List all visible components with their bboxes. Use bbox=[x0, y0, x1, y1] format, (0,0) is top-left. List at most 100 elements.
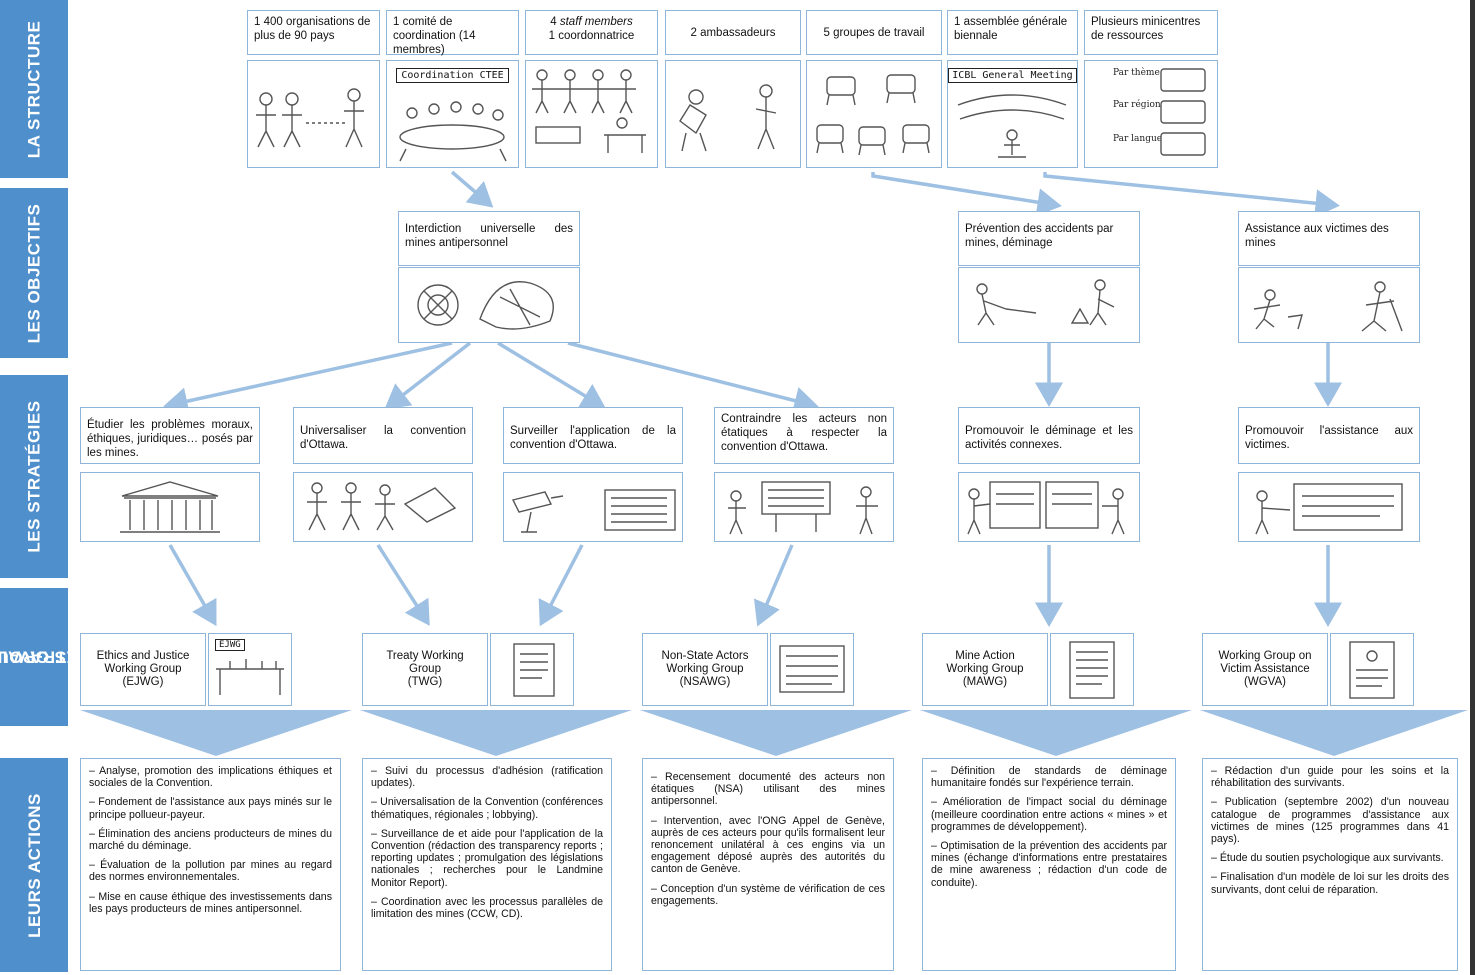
strategy-text-1-label: Étudier les problèmes moraux, éthiques, … bbox=[87, 419, 253, 459]
strategy-img-6 bbox=[1238, 472, 1420, 542]
structure-text-6-label: 1 assemblée générale biennale bbox=[954, 16, 1068, 42]
action-item: – Amélioration de l'impact social du dém… bbox=[931, 796, 1167, 833]
objectif-img-1 bbox=[398, 267, 580, 343]
structure-text-6: 1 assemblée générale biennale bbox=[947, 10, 1078, 55]
arrow-structure-to-obj2 bbox=[871, 172, 1062, 217]
structure-text-5: 5 groupes de travail bbox=[806, 10, 942, 55]
strategy-img-1 bbox=[80, 472, 260, 542]
arrow-obj1-to-str4 bbox=[567, 341, 819, 415]
resource-language-label: Par langue bbox=[1113, 134, 1162, 144]
band-objectifs: LES OBJECTIFS bbox=[0, 188, 68, 358]
assembly-icon bbox=[957, 93, 1067, 158]
structure-text-7-label: Plusieurs minicentres de ressources bbox=[1091, 16, 1201, 42]
strategy-text-3-label: Surveiller l'application de la conventio… bbox=[510, 425, 676, 451]
wg-3-l2: Working Group bbox=[666, 663, 744, 675]
arrow-structure-to-obj1 bbox=[450, 170, 494, 208]
structure-img-5 bbox=[806, 60, 942, 168]
action-item: – Conception d'un système de vérificatio… bbox=[651, 882, 885, 907]
wg-5-l2: Victim Assistance bbox=[1220, 663, 1310, 675]
strategy-text-5: Promouvoir le déminage et les activités … bbox=[958, 407, 1140, 464]
wg-4-img bbox=[1050, 633, 1134, 706]
actions-box-3: – Recensement documenté des acteurs non … bbox=[642, 758, 894, 971]
objectif-text-1: Interdiction universelle des mines antip… bbox=[398, 211, 580, 266]
wg-2-l3: (TWG) bbox=[407, 676, 443, 688]
structure-text-2: 1 comité de coordination (14 membres) bbox=[386, 10, 519, 56]
structure-img-4 bbox=[665, 60, 801, 168]
arrow-structure-to-obj3 bbox=[1043, 172, 1340, 218]
band-actions-label: LEURS ACTIONS bbox=[24, 792, 44, 938]
actions-box-4: – Définition de standards de déminage hu… bbox=[922, 758, 1176, 971]
wg-5-l3: (WGVA) bbox=[1244, 676, 1286, 688]
wg-4-l3: (MAWG) bbox=[962, 676, 1008, 688]
strategy-text-4: Contraindre les acteurs non étatiques à … bbox=[714, 407, 894, 464]
structure-text-7: Plusieurs minicentres de ressources bbox=[1084, 10, 1218, 55]
band-actions: LEURS ACTIONS bbox=[0, 758, 68, 972]
objectif-text-2-label: Prévention des accidents par mines, démi… bbox=[965, 223, 1114, 249]
action-item: – Suivi du processus d'adhésion (ratific… bbox=[371, 765, 603, 790]
action-arrow-1 bbox=[80, 710, 352, 756]
action-item: – Analyse, promotion des implications ét… bbox=[89, 765, 332, 790]
action-item: – Élimination des anciens producteurs de… bbox=[89, 827, 332, 853]
structure-text-2-label: 1 comité de coordination (14 membres) bbox=[393, 16, 476, 56]
wg-3-img bbox=[770, 633, 854, 706]
action-arrow-2 bbox=[360, 710, 632, 756]
structure-text-4: 2 ambassadeurs bbox=[665, 10, 801, 55]
actions-box-2: – Suivi du processus d'adhésion (ratific… bbox=[362, 758, 612, 971]
action-item: – Intervention, avec l'ONG Appel de Genè… bbox=[651, 814, 885, 876]
structure-img-7: Par thème Par région Par langue bbox=[1084, 60, 1218, 168]
action-item: – Surveillance de et aide pour l'applica… bbox=[371, 827, 603, 889]
arrow-str3-to-wg2 bbox=[538, 544, 584, 627]
non-state-actors-icon bbox=[728, 481, 878, 535]
strategy-text-6-label: Promouvoir l'assistance aux victimes. bbox=[1245, 425, 1413, 451]
wg-2-img bbox=[490, 633, 574, 706]
action-item: – Recensement documenté des acteurs non … bbox=[651, 771, 885, 808]
action-item: – Étude du soutien psychologique aux sur… bbox=[1211, 852, 1444, 865]
strategy-text-4-label: Contraindre les acteurs non étatiques à … bbox=[721, 413, 887, 453]
assistance-promotion-icon bbox=[1255, 483, 1403, 535]
resource-theme-label: Par thème bbox=[1113, 67, 1160, 78]
resource-centres-icon: Par thème Par région Par langue bbox=[1113, 67, 1206, 156]
courthouse-icon bbox=[120, 481, 220, 533]
victim-assistance-icon bbox=[1253, 281, 1403, 332]
nsa-board-icon bbox=[779, 644, 845, 693]
wg-2-l1: Treaty Working bbox=[386, 650, 464, 662]
demining-promotion-icon bbox=[967, 481, 1125, 535]
people-network-icon bbox=[256, 88, 364, 148]
action-item: – Optimisation de la prévention des acci… bbox=[931, 840, 1167, 889]
arrow-obj1-to-str1 bbox=[163, 341, 453, 415]
structure-text-4-label: 2 ambassadeurs bbox=[690, 26, 776, 39]
working-groups-icon bbox=[816, 74, 930, 156]
band-groupes: LES GROUPESDE TRAVAIL bbox=[0, 588, 96, 726]
strategy-text-6: Promouvoir l'assistance aux victimes. bbox=[1238, 407, 1420, 464]
action-item: – Rédaction d'un guide pour les soins et… bbox=[1211, 765, 1449, 790]
mine-action-book-icon bbox=[1069, 640, 1115, 699]
structure-text-1: 1 400 organisations de plus de 90 pays bbox=[247, 10, 380, 55]
arrow-str2-to-wg2 bbox=[376, 544, 430, 626]
wg-1-l1: Ethics and Justice bbox=[96, 650, 190, 662]
resource-region-label: Par région bbox=[1113, 99, 1161, 110]
strategy-text-2-label: Universaliser la convention d'Ottawa. bbox=[300, 425, 466, 451]
action-item: – Fondement de l'assistance aux pays min… bbox=[89, 796, 332, 821]
structure-text-3-pre: 4 bbox=[550, 16, 560, 28]
ambassadors-icon bbox=[679, 84, 777, 152]
band-groupes-label: LES GROUPESDE TRAVAIL bbox=[0, 593, 96, 721]
wg-2-l2: Group bbox=[409, 663, 441, 675]
action-item: – Publication (septembre 2002) d'un nouv… bbox=[1211, 796, 1449, 846]
band-structure: LA STRUCTURE bbox=[0, 0, 68, 178]
strategy-img-4 bbox=[714, 472, 894, 542]
structure-text-5-label: 5 groupes de travail bbox=[823, 26, 925, 39]
ejwg-tag: EJWG bbox=[215, 638, 245, 651]
strategy-text-3: Surveiller l'application de la conventio… bbox=[503, 407, 683, 464]
action-item: – Universalisation de la Convention (con… bbox=[371, 796, 603, 821]
objectif-text-3-label: Assistance aux victimes des mines bbox=[1245, 223, 1389, 249]
monitoring-icon bbox=[511, 489, 676, 533]
structure-img-3 bbox=[525, 60, 658, 168]
action-arrow-4 bbox=[920, 710, 1192, 756]
wg-1-l2: Working Group bbox=[104, 663, 182, 675]
band-strategies: LES STRATÉGIES bbox=[0, 375, 68, 578]
objectif-text-2: Prévention des accidents par mines, démi… bbox=[958, 211, 1140, 266]
coordination-tag: Coordination CTEE bbox=[396, 67, 509, 83]
